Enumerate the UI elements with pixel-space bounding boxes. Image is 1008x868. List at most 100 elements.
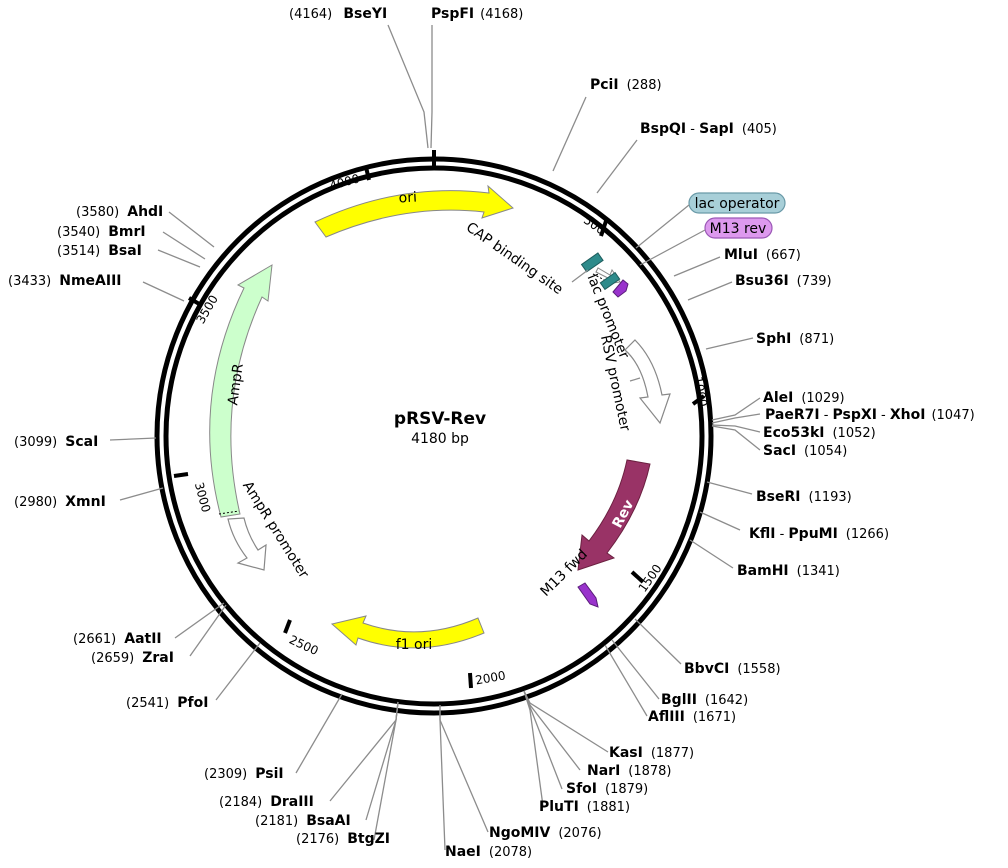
lead-bglii — [611, 639, 660, 700]
enzyme-bglii: BglII(1642) — [661, 692, 748, 708]
lead-eco53ki — [711, 424, 761, 433]
feature-f1-ori-label: f1 ori — [396, 637, 433, 653]
feature-ampr-promoter — [227, 517, 267, 571]
enzyme-bbvci: BbvCI(1558) — [684, 661, 781, 677]
ruler-label-1000: 1000 — [691, 375, 710, 408]
lead-nmeaiii — [142, 281, 185, 302]
lead-draiii — [329, 701, 399, 802]
lead-kfli — [699, 511, 741, 531]
enzyme-zrai: (2659)ZraI — [91, 650, 174, 666]
enzyme-nari: NarI(1878) — [587, 763, 672, 779]
lead-afliii — [604, 644, 648, 717]
feature-rsv-promoter — [624, 339, 671, 425]
lead-naei — [439, 705, 446, 851]
enzyme-btgzi: (2176)BtgZI — [296, 831, 390, 847]
lead-bseyi — [387, 24, 429, 149]
lead-bsu36i — [687, 281, 733, 301]
enzyme-sfoi: SfoI(1879) — [566, 781, 648, 797]
ruler-tick-1000 — [691, 394, 706, 406]
lead-psii — [295, 693, 343, 774]
enzyme-scai: (3099)ScaI — [14, 434, 98, 450]
lead-saci — [711, 425, 761, 451]
cap-binding-lead — [571, 269, 589, 283]
m13-rev-lead — [639, 229, 706, 266]
feature-ori — [314, 184, 514, 238]
enzyme-sphi: SphI(871) — [756, 331, 834, 347]
feature-cap-binding-site-label: CAP binding site — [463, 219, 566, 298]
ruler-tick-3500 — [187, 296, 203, 307]
enzyme-ahdi: (3580)AhdI — [76, 204, 163, 220]
enzyme-bseyi: (4164) BseYI — [289, 3, 387, 22]
plasmid-name: pRSV-Rev — [394, 409, 486, 429]
enzyme-saci: SacI(1054) — [763, 443, 847, 459]
ruler-tick-1500 — [630, 570, 645, 584]
lead-ngomiv — [439, 705, 489, 833]
plasmid-size: 4180 bp — [411, 431, 469, 447]
rsv-promoter-lead — [629, 377, 641, 382]
lead-bamhi — [689, 539, 734, 569]
ruler-label-2000: 2000 — [474, 668, 507, 687]
ruler-tick-2500 — [283, 619, 292, 634]
feature-ampr-label: AmpR — [225, 362, 247, 406]
lead-ahdi — [168, 211, 215, 248]
enzyme-pcii: PciI(288) — [590, 77, 662, 93]
enzyme-kfli-ppumi: KflI - PpuMI(1266) — [749, 526, 889, 542]
enzyme-draiii: (2184)DraIII — [219, 794, 314, 810]
ruler-label-3000: 3000 — [192, 481, 213, 514]
enzyme-bmri: (3540)BmrI — [57, 224, 146, 240]
enzyme-afliii: AflIII(1671) — [648, 709, 736, 725]
enzyme-pspfi: PspFI(4168) — [431, 6, 523, 22]
lac-operator-lead — [635, 204, 690, 249]
lead-aatii — [174, 602, 225, 639]
lead-bbvci — [634, 618, 682, 665]
feature-f1-ori — [330, 615, 485, 649]
lead-pspfi — [430, 25, 433, 149]
enzyme-nmeaiii: (3433)NmeAIII — [8, 273, 122, 289]
ruler-tick-4000 — [364, 166, 371, 181]
enzyme-bsu36i: Bsu36I(739) — [735, 273, 832, 289]
lead-bsai — [157, 249, 201, 268]
enzyme-eco53ki: Eco53kI(1052) — [763, 425, 876, 441]
feature-rev — [577, 459, 651, 571]
enzyme-naei: NaeI(2078) — [445, 844, 532, 860]
ruler-label-2500: 2500 — [287, 633, 321, 659]
enzyme-kasi: KasI(1877) — [609, 745, 694, 761]
lead-alei — [711, 397, 761, 421]
enzyme-aatii: (2661)AatII — [73, 631, 162, 647]
enzyme-bsai: (3514)BsaI — [57, 243, 142, 259]
lead-bspqi — [596, 139, 638, 194]
lead-scai — [109, 437, 157, 441]
enzyme-bspqi-sapi: BspQI - SapI(405) — [640, 121, 777, 137]
lead-pcii — [552, 96, 587, 172]
feature-m13-fwd-mark — [577, 582, 599, 608]
ampr-dashed-join — [218, 510, 240, 515]
lead-pluti — [523, 690, 544, 807]
lead-pfoi — [215, 642, 261, 701]
lead-mlui — [673, 256, 721, 277]
enzyme-paer7i-pspxi-xhoi: PaeR7I - PspXI - XhoI(1047) — [765, 407, 975, 423]
ruler-tick-3000 — [173, 472, 189, 478]
feature-cap-binding-site — [580, 252, 604, 273]
feature-lac-operator-mark — [599, 271, 621, 291]
ruler-tick-500 — [599, 220, 608, 237]
enzyme-lead-lines — [109, 24, 761, 851]
feature-m13-rev-box — [704, 217, 773, 239]
lead-sphi — [705, 337, 754, 350]
ruler-label-4000: 4000 — [328, 171, 361, 192]
feature-m13-rev-label: M13 rev — [710, 221, 767, 237]
ruler-tick-2000 — [468, 672, 473, 689]
enzyme-pluti: PluTI(1881) — [539, 799, 630, 815]
enzyme-bsaai: (2181)BsaAI — [255, 813, 351, 829]
feature-ampr — [209, 264, 273, 518]
enzyme-bamhi: BamHI(1341) — [737, 563, 840, 579]
lead-bseri — [706, 481, 753, 495]
feature-lac-operator-label: lac operator — [695, 196, 780, 212]
lead-zrai — [189, 604, 227, 657]
lead-bsaai — [365, 701, 399, 821]
feature-lac-operator-box — [688, 192, 786, 214]
enzyme-pfoi: (2541)PfoI — [126, 695, 208, 711]
enzyme-mlui: MluI(667) — [724, 247, 801, 263]
enzyme-bseri: BseRI(1193) — [756, 489, 852, 505]
enzyme-alei: AleI(1029) — [763, 390, 845, 406]
